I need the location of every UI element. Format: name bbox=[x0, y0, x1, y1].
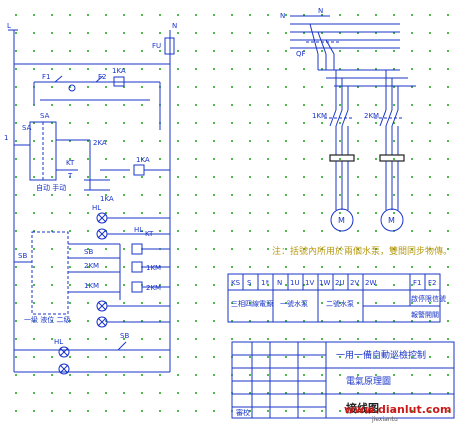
motor-1-label: M bbox=[338, 216, 345, 225]
title-row-label: 審校 bbox=[236, 408, 250, 417]
seq-group-pump2: 二號水泵 bbox=[326, 299, 354, 308]
label-2ka: 2KA bbox=[93, 139, 107, 147]
seq-cell-1a: 1ª bbox=[261, 279, 269, 287]
power-circuit: N N QF 1KM M bbox=[280, 7, 416, 232]
seq-group-alarm: 報警開關 bbox=[411, 310, 439, 319]
svg-text:SB: SB bbox=[120, 332, 129, 340]
svg-text:2KM: 2KM bbox=[84, 262, 99, 270]
sequence-table: KS S 1ª N 1U 1V 1W 2U 2V 2W F1 F2 三相四線電源… bbox=[227, 273, 446, 323]
label-mains-n: N bbox=[280, 12, 285, 20]
label-sa: SA bbox=[40, 112, 50, 120]
label-2km: 2KM bbox=[146, 284, 161, 292]
seq-cell-1w: 1W bbox=[319, 279, 330, 287]
site-watermark: 接线图 www.dianlut.com jiexiantu bbox=[344, 401, 451, 423]
control-circuit: L N FU F1 F2 1KA SA SA 1 自动 手动 2KA KT T bbox=[4, 22, 177, 375]
svg-text:1KM: 1KM bbox=[84, 282, 99, 290]
svg-text:1KA: 1KA bbox=[136, 156, 150, 164]
seq-group-mains: 三相四線電源 bbox=[231, 299, 273, 308]
label-hl: HL bbox=[54, 338, 63, 346]
svg-text:自动 手动: 自动 手动 bbox=[36, 183, 66, 192]
svg-text:1KA: 1KA bbox=[112, 67, 126, 75]
label-2km-contact: 2KM bbox=[364, 112, 379, 120]
label-kt: KT bbox=[145, 230, 154, 238]
motor-2-label: M bbox=[388, 216, 395, 225]
svg-text:KT: KT bbox=[66, 159, 75, 167]
label-fu: FU bbox=[152, 42, 161, 50]
svg-text:1KA: 1KA bbox=[100, 195, 114, 203]
seq-cell-n: N bbox=[277, 279, 282, 287]
seq-cell-2w: 2W bbox=[365, 279, 376, 287]
svg-text:N: N bbox=[318, 7, 323, 15]
label-1km-contact: 1KM bbox=[312, 112, 327, 120]
seq-cell-1v: 1V bbox=[305, 279, 314, 287]
seq-cell-f2: F2 bbox=[428, 279, 436, 287]
svg-text:HL: HL bbox=[134, 226, 143, 234]
svg-text:SB: SB bbox=[18, 252, 27, 260]
seq-group-start: 啟停限信號 bbox=[411, 294, 446, 303]
seq-group-pump1: 一號水泵 bbox=[280, 299, 308, 308]
svg-text:1: 1 bbox=[4, 134, 8, 142]
svg-text:SB: SB bbox=[84, 248, 93, 256]
seq-cell-2v: 2V bbox=[350, 279, 359, 287]
svg-text:T: T bbox=[67, 172, 73, 180]
svg-text:一级 液位 二级: 一级 液位 二级 bbox=[24, 315, 70, 324]
label-l: L bbox=[7, 22, 11, 30]
watermark-sub: jiexiantu bbox=[371, 416, 398, 423]
title-block: 一用一備自動巡檢控制 電氣原理圖 審校 bbox=[231, 341, 455, 419]
watermark-domain: www.dianlut.com bbox=[344, 403, 451, 416]
label-1km: 1KM bbox=[146, 264, 161, 272]
seq-cell-2u: 2U bbox=[335, 279, 345, 287]
title-drawing: 電氣原理圖 bbox=[346, 375, 391, 387]
title-project: 一用一備自動巡檢控制 bbox=[336, 349, 426, 361]
seq-cell-1u: 1U bbox=[290, 279, 300, 287]
watermark-cn: 接线图 bbox=[346, 401, 379, 415]
svg-text:HL: HL bbox=[92, 204, 101, 212]
seq-cell-s: S bbox=[247, 279, 252, 287]
label-f1: F1 bbox=[42, 73, 50, 81]
seq-cell-ks: KS bbox=[231, 279, 241, 287]
svg-text:SA: SA bbox=[22, 124, 32, 132]
label-n: N bbox=[172, 22, 177, 30]
label-qf: QF bbox=[296, 50, 306, 58]
seq-cell-f1: F1 bbox=[413, 279, 421, 287]
note-text: 注：括號內所用於兩個水泵，雙間同步物傳。 bbox=[272, 245, 452, 257]
